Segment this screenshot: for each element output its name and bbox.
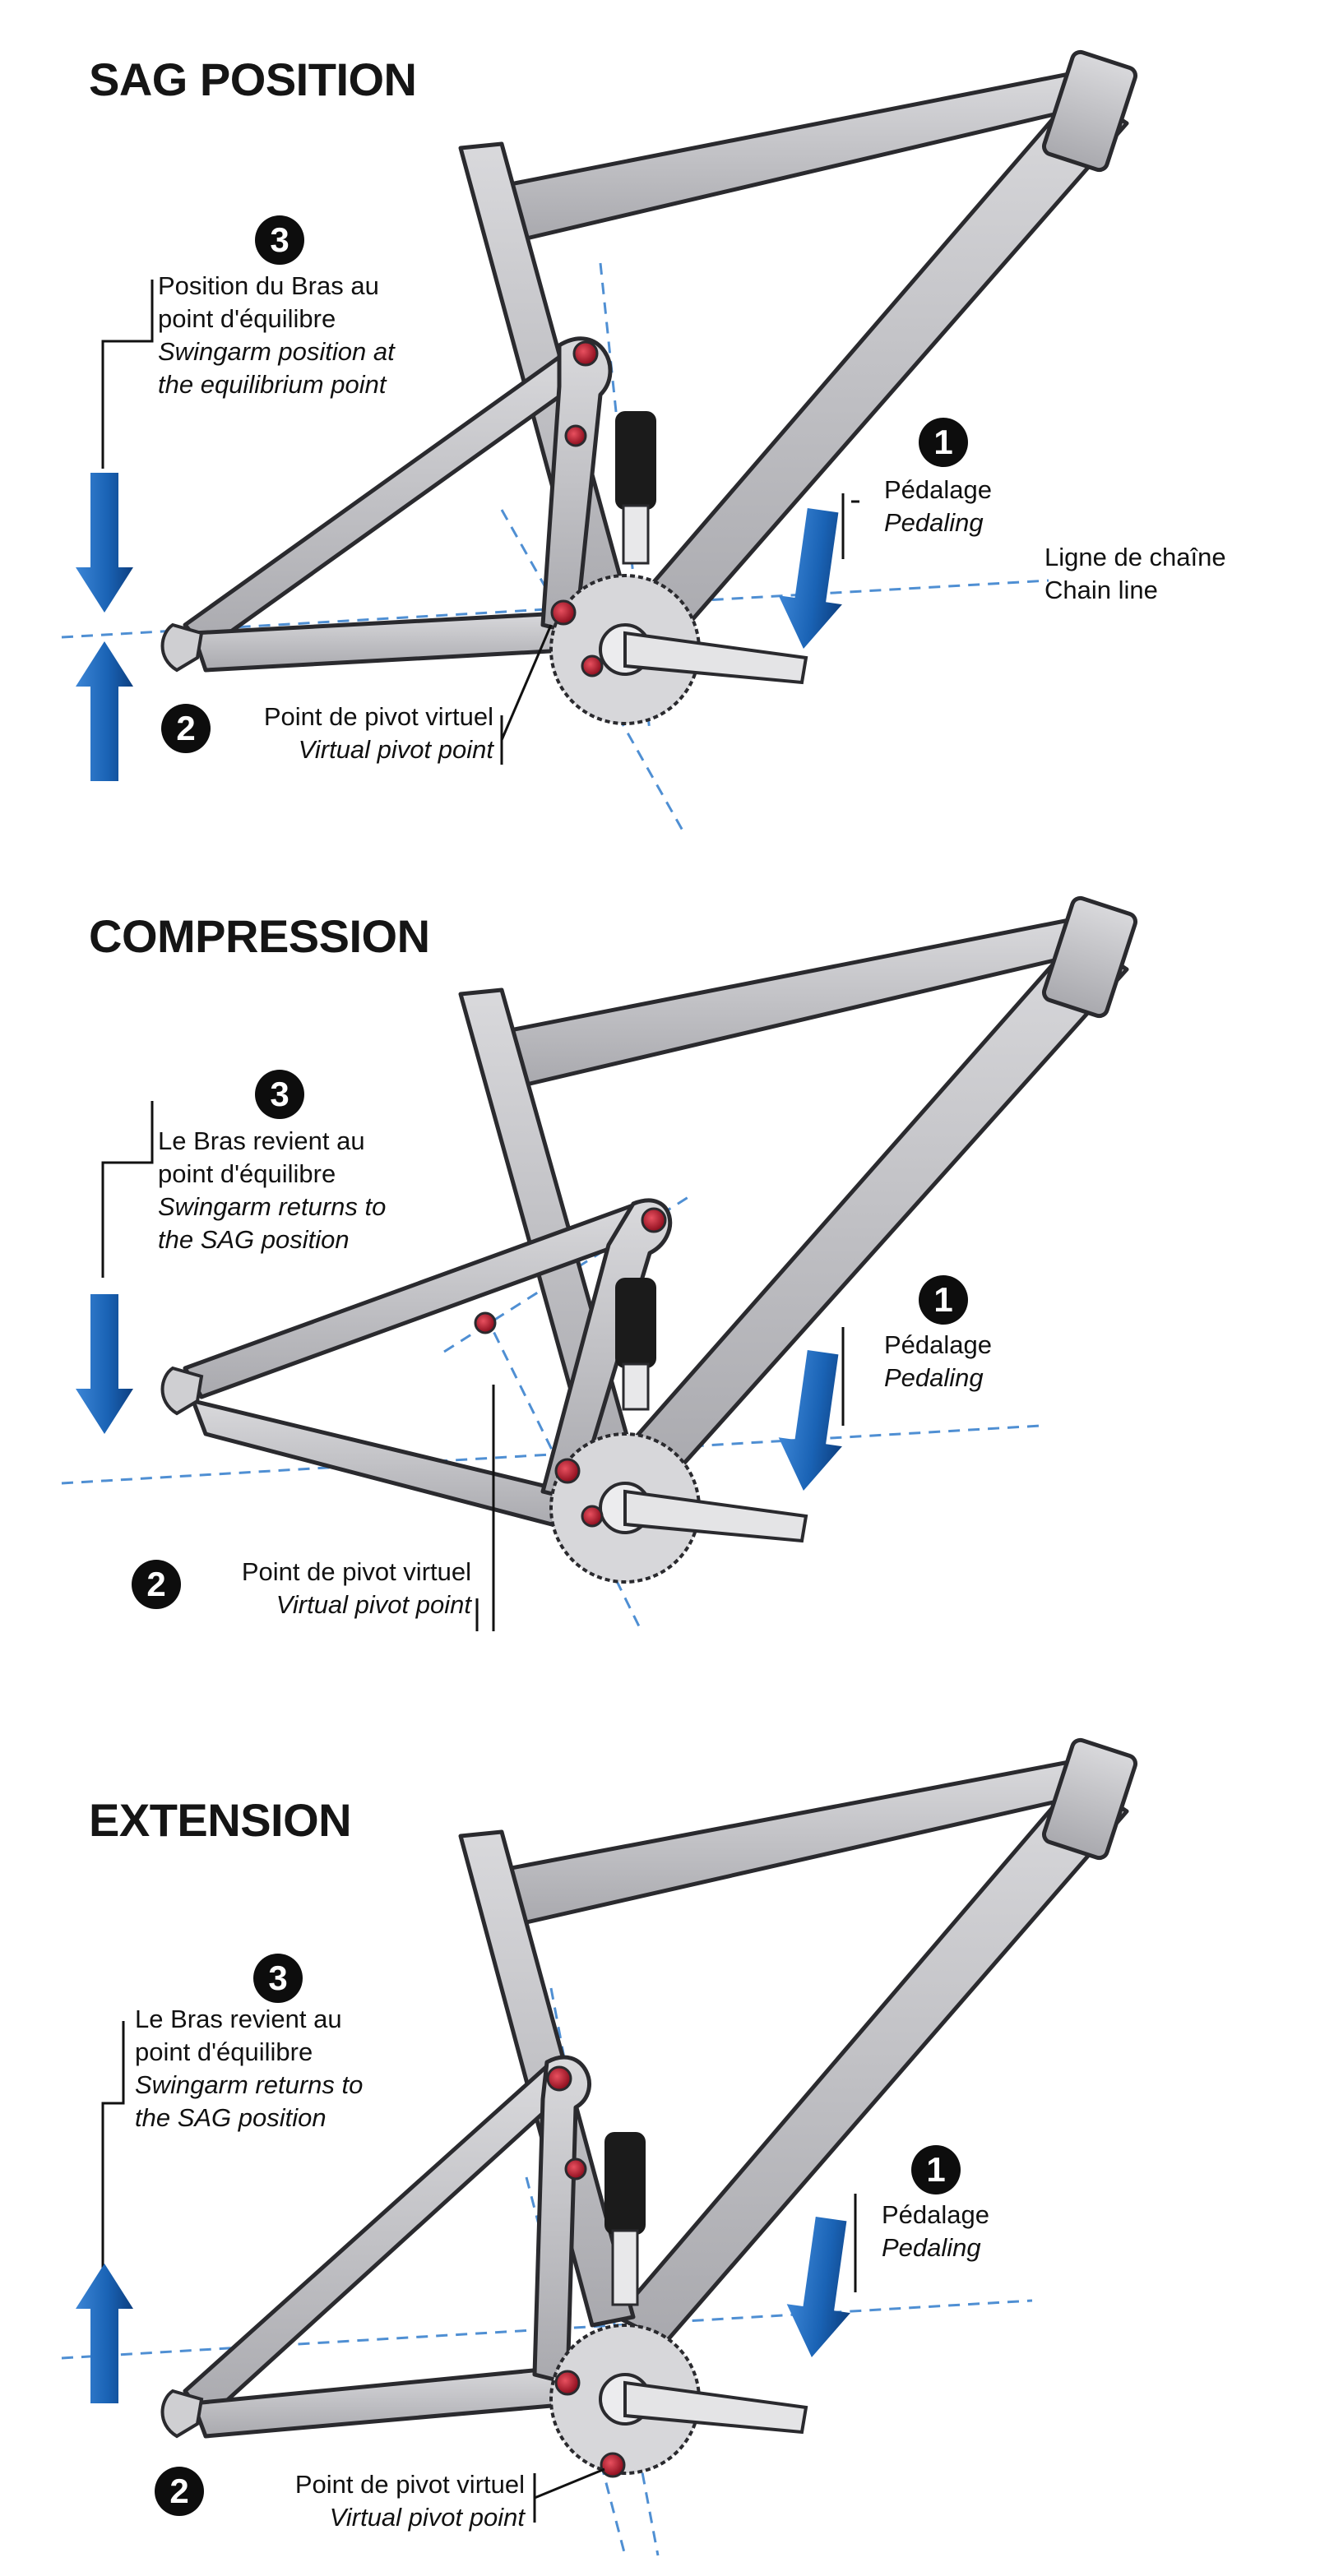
leader-line [101, 280, 154, 469]
chain-line [61, 2299, 1033, 2360]
callout-3-text: Position du Bras au point d'équilibre Sw… [158, 270, 395, 401]
panel-extension: EXTENSION 3 Le Bras revient au point d'é… [0, 1717, 1334, 2575]
step-2-badge: 2 [161, 704, 211, 753]
step-3-badge: 3 [255, 1070, 304, 1119]
callout-1-fr: Pédalage [884, 475, 993, 504]
pivot-point [581, 1505, 604, 1528]
dropout [160, 622, 204, 673]
frame-illustration [61, 895, 1138, 1632]
callout-2-en: Virtual pivot point [329, 2503, 525, 2532]
callout-1-en: Pedaling [882, 2233, 981, 2262]
callout-1-text: Pédalage Pedaling [884, 1329, 992, 1394]
step-1-badge: 1 [919, 418, 968, 467]
callout-3-text: Le Bras revient au point d'équilibre Swi… [158, 1125, 386, 1256]
chain-line [61, 1424, 1041, 1485]
callout-3-fr-line1: Position du Bras au [158, 271, 379, 300]
callout-3-en-line1: Swingarm returns to [135, 2070, 364, 2099]
callout-3-fr-line1: Le Bras revient au [135, 2005, 342, 2033]
crank-arm [623, 2380, 808, 2435]
callout-3-fr-line1: Le Bras revient au [158, 1126, 365, 1155]
shock-body [615, 411, 656, 510]
arrow-up-icon [76, 2264, 133, 2403]
step-3-badge: 3 [253, 1954, 303, 2003]
callout-1-text: Pédalage Pedaling [882, 2199, 989, 2264]
callout-3-en-line1: Swingarm position at [158, 337, 395, 366]
chain-line-fr: Ligne de chaîne [1045, 543, 1226, 571]
pivot-point [600, 2452, 626, 2478]
head-tube [1041, 1737, 1138, 1861]
shock-shaft [611, 2229, 639, 2306]
callout-2-fr: Point de pivot virtuel [263, 702, 493, 731]
step-2-badge: 2 [132, 1560, 181, 1609]
arrow-down-icon [778, 1350, 842, 1491]
pivot-point [474, 1311, 497, 1334]
pivot-point [554, 2370, 581, 2396]
step-3-badge: 3 [255, 215, 304, 265]
chainstay [191, 610, 582, 673]
step-2-badge: 2 [155, 2467, 204, 2516]
callout-1-en: Pedaling [884, 508, 984, 537]
callout-1-en: Pedaling [884, 1363, 984, 1392]
callout-3-en-line2: the SAG position [158, 1225, 350, 1254]
leader-line [101, 2021, 125, 2288]
section-title: COMPRESSION [89, 910, 430, 962]
pivot-point [564, 424, 587, 447]
callout-2-fr: Point de pivot virtuel [241, 1557, 471, 1586]
callout-1-text: Pédalage Pedaling [884, 474, 992, 539]
frame-illustration [61, 1737, 1138, 2556]
head-tube [1041, 49, 1138, 173]
pivot-point [572, 340, 599, 367]
leader-line [101, 1101, 154, 1278]
shock-body [604, 2132, 646, 2235]
crank-arm [623, 631, 808, 685]
pivot-point [581, 654, 604, 678]
callout-2-en: Virtual pivot point [276, 1590, 471, 1619]
arrow-down-icon [76, 473, 133, 613]
arrow-down-icon [76, 1294, 133, 1434]
dropout [160, 2389, 204, 2439]
callout-3-fr-line2: point d'équilibre [158, 304, 336, 333]
crank-arm [623, 1489, 808, 1543]
callout-2-text: Point de pivot virtuel Virtual pivot poi… [239, 2468, 525, 2534]
chainstay [191, 1399, 570, 1531]
callout-1-fr: Pédalage [884, 1330, 993, 1359]
chain-line-en: Chain line [1045, 576, 1158, 604]
pivot-point [641, 1207, 667, 1233]
chain-line-label: Ligne de chaîne Chain line [1045, 541, 1226, 607]
callout-2-en: Virtual pivot point [298, 735, 493, 764]
callout-1-fr: Pédalage [882, 2200, 990, 2229]
callout-3-fr-line2: point d'équilibre [135, 2037, 313, 2066]
callout-2-text: Point de pivot virtuel Virtual pivot poi… [185, 1556, 471, 1621]
callout-3-en-line1: Swingarm returns to [158, 1192, 387, 1221]
dropout [160, 1366, 204, 1416]
frame-illustration [61, 49, 1138, 831]
callout-3-text: Le Bras revient au point d'équilibre Swi… [135, 2003, 363, 2134]
head-tube [1041, 895, 1138, 1019]
section-title: EXTENSION [89, 1794, 352, 1846]
shock-shaft [622, 1362, 650, 1411]
callout-3-en-line2: the equilibrium point [158, 370, 387, 399]
section-title: SAG POSITION [89, 53, 417, 105]
panel-compression: COMPRESSION 3 Le Bras revient au point d… [0, 858, 1334, 1717]
arrow-down-icon [786, 2217, 850, 2358]
callout-2-fr: Point de pivot virtuel [294, 2470, 525, 2499]
shock-body [615, 1278, 656, 1368]
panel-sag-position: SAG POSITION 3 Position du Bras au point… [0, 0, 1334, 858]
callout-3-fr-line2: point d'équilibre [158, 1159, 336, 1188]
pivot-point [546, 2065, 572, 2092]
pivot-point [564, 2157, 587, 2181]
callout-2-text: Point de pivot virtuel Virtual pivot poi… [215, 701, 493, 766]
arrow-up-icon [76, 641, 133, 781]
shock-shaft [622, 504, 650, 565]
rocker-link [532, 2055, 591, 2385]
pivot-point [554, 1458, 581, 1484]
arrow-down-icon [778, 508, 842, 650]
pivot-point [550, 599, 577, 626]
step-1-badge: 1 [919, 1275, 968, 1325]
step-1-badge: 1 [911, 2145, 961, 2194]
callout-3-en-line2: the SAG position [135, 2103, 327, 2132]
